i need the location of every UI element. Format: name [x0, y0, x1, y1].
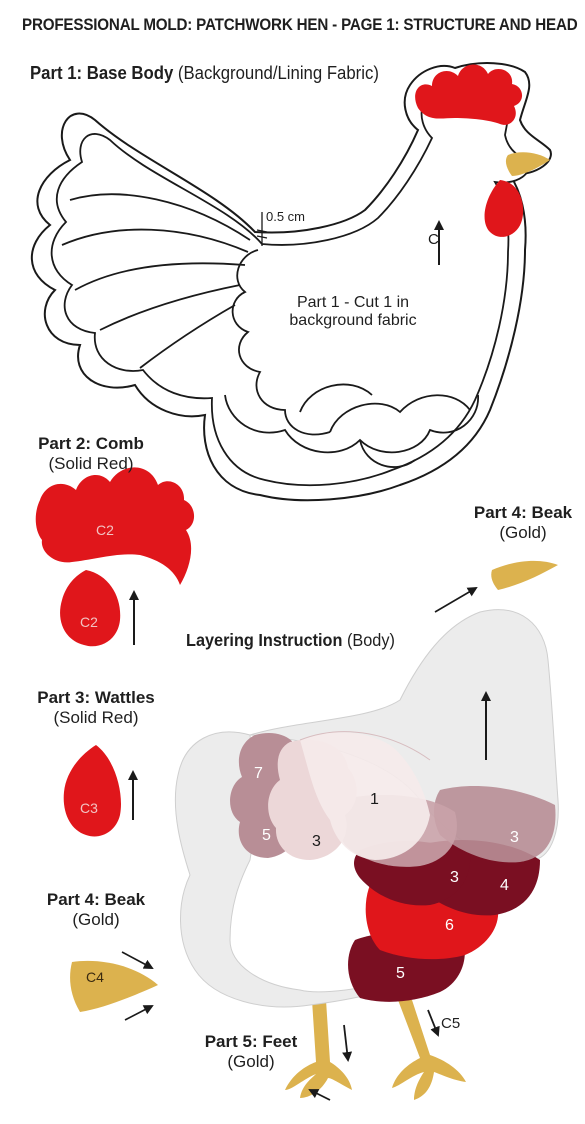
- part1-heading-bold: Part 1: Base Body: [30, 63, 173, 83]
- comb-label: C2: [96, 522, 114, 538]
- part1-heading-rest: (Background/Lining Fabric): [173, 63, 379, 83]
- part3-sub: (Solid Red): [36, 708, 156, 728]
- wattles-piece: [64, 745, 133, 836]
- part1-heading: Part 1: Base Body (Background/Lining Fab…: [30, 63, 379, 84]
- beak-label: C4: [86, 969, 104, 985]
- layer-number: 3: [450, 869, 459, 886]
- layer-number: 4: [500, 877, 509, 894]
- layer-number: 5: [262, 827, 271, 844]
- beak-arrow: [122, 952, 152, 968]
- foot-arrow: [344, 1025, 348, 1060]
- layer-number: 3: [312, 833, 321, 850]
- comb-drop-shape: [60, 570, 120, 646]
- comb-shape: [36, 467, 194, 585]
- layer-number: 1: [370, 791, 379, 808]
- part2-label: Part 2: Comb (Solid Red): [36, 434, 146, 473]
- layer-number: 6: [445, 917, 454, 934]
- part4-left-label: Part 4: Beak (Gold): [36, 890, 156, 929]
- foot-arrow: [310, 1090, 330, 1100]
- feet-piece-label: C5: [441, 1015, 460, 1032]
- beak-piece-right: [435, 561, 558, 612]
- part5-sub: (Gold): [196, 1052, 306, 1072]
- layering-heading-rest: (Body): [342, 630, 394, 650]
- layering-heading-bold: Layering Instruction: [186, 630, 342, 650]
- cut-note: Part 1 - Cut 1 in background fabric: [278, 294, 428, 331]
- comb-drop-label: C2: [80, 614, 98, 630]
- part3-label: Part 3: Wattles (Solid Red): [36, 688, 156, 727]
- layering-diagram: [175, 610, 558, 1100]
- part4-right-sub: (Gold): [463, 523, 583, 543]
- page-title: PROFESSIONAL MOLD: PATCHWORK HEN - PAGE …: [22, 16, 578, 35]
- part4-left-heading: Part 4: Beak: [36, 890, 156, 910]
- comb-piece: [36, 467, 194, 646]
- part3-heading: Part 3: Wattles: [36, 688, 156, 708]
- part4-right-heading: Part 4: Beak: [463, 503, 583, 523]
- layer-number: 7: [254, 765, 263, 782]
- layer-number: 3: [510, 829, 519, 846]
- part2-heading: Part 2: Comb: [36, 434, 146, 454]
- part4-right-label: Part 4: Beak (Gold): [463, 503, 583, 542]
- wattle-label: C3: [80, 800, 98, 816]
- part4-left-sub: (Gold): [36, 910, 156, 930]
- part5-label: Part 5: Feet (Gold): [196, 1032, 306, 1071]
- beak-piece-left: [70, 952, 158, 1020]
- beak-shape-left: [70, 961, 158, 1012]
- layering-pointer-arrow: [435, 588, 476, 612]
- part5-heading: Part 5: Feet: [196, 1032, 306, 1052]
- grain-label-c: C: [428, 231, 439, 248]
- layering-heading: Layering Instruction (Body): [186, 630, 395, 650]
- layer-number: 5: [396, 965, 405, 982]
- beak-shape-right: [491, 561, 558, 590]
- wattle-shape: [64, 745, 121, 836]
- seam-allowance-label: 0.5 cm: [266, 210, 305, 225]
- part2-sub: (Solid Red): [36, 454, 146, 474]
- foot-arrow: [428, 1010, 438, 1035]
- beak-arrow: [125, 1006, 152, 1020]
